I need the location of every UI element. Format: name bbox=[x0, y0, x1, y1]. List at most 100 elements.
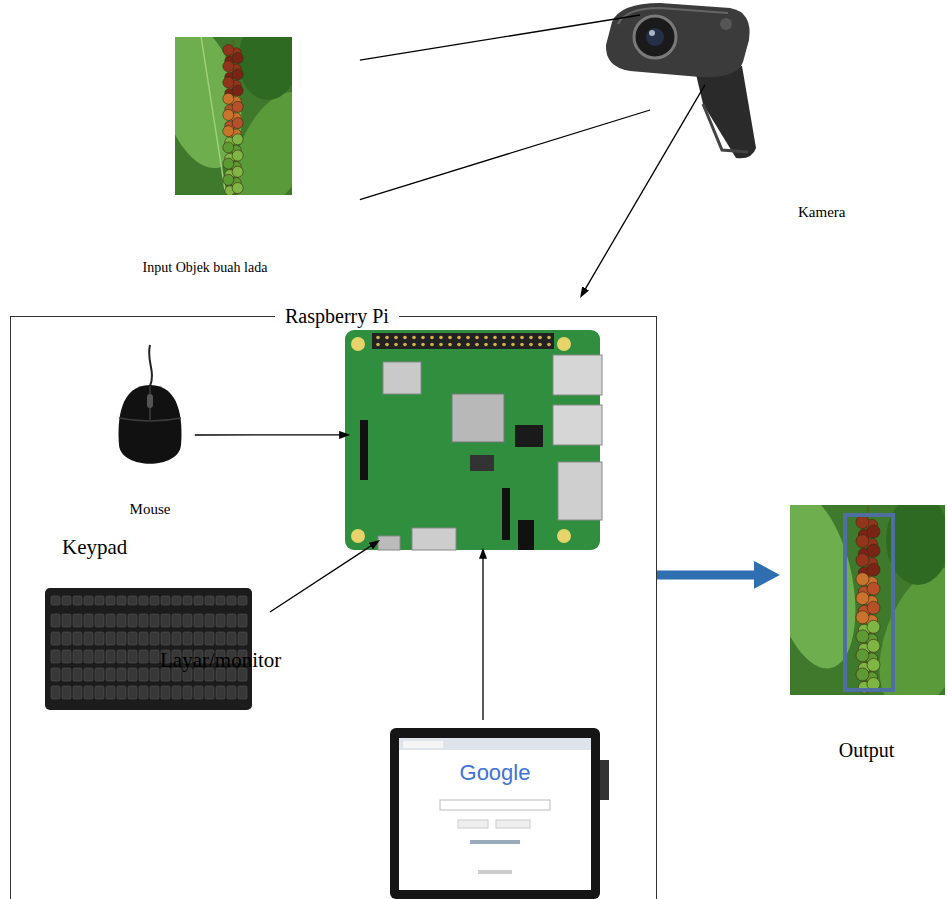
key bbox=[62, 650, 71, 663]
key bbox=[161, 686, 170, 699]
monitor-picture bbox=[403, 741, 443, 748]
pepper-photo bbox=[238, 37, 292, 100]
monitor-picture bbox=[470, 840, 520, 844]
pepper-berry bbox=[232, 134, 243, 145]
key bbox=[238, 632, 247, 645]
key bbox=[128, 614, 137, 627]
key bbox=[216, 632, 225, 645]
key bbox=[73, 632, 82, 645]
gpio-pin bbox=[484, 336, 488, 340]
key bbox=[205, 632, 214, 645]
monitor-picture bbox=[399, 738, 591, 890]
gpio-pin bbox=[475, 343, 479, 347]
gpio-pin bbox=[457, 343, 461, 347]
key bbox=[227, 686, 236, 699]
key bbox=[139, 686, 148, 699]
key bbox=[95, 650, 104, 663]
pepper-berry bbox=[223, 142, 234, 153]
pepper-berry bbox=[867, 620, 880, 633]
key bbox=[106, 632, 115, 645]
gpio-pin bbox=[466, 336, 470, 340]
key bbox=[95, 686, 104, 699]
gpio-pin bbox=[376, 336, 380, 340]
key bbox=[73, 668, 82, 681]
gpio-pin bbox=[385, 336, 389, 340]
gpio-pin bbox=[529, 336, 533, 340]
webcam bbox=[600, 0, 756, 160]
device-label: Layar/monitor bbox=[160, 648, 281, 673]
key bbox=[62, 632, 71, 645]
gpio-pin bbox=[412, 343, 416, 347]
key bbox=[62, 596, 71, 605]
key bbox=[238, 686, 247, 699]
mouse-picture bbox=[147, 394, 153, 408]
key bbox=[84, 632, 93, 645]
gpio-pin bbox=[547, 336, 551, 340]
key bbox=[216, 686, 225, 699]
gpio-pin bbox=[493, 343, 497, 347]
raspberry-pi-board bbox=[351, 337, 365, 351]
gpio-pin bbox=[403, 336, 407, 340]
raspberry-pi-board bbox=[452, 394, 504, 442]
monitor-picture bbox=[390, 728, 600, 899]
raspberry-pi-board bbox=[470, 455, 494, 471]
key bbox=[128, 668, 137, 681]
key bbox=[238, 596, 247, 605]
pepper-berry bbox=[867, 639, 880, 652]
key bbox=[128, 686, 137, 699]
key bbox=[227, 614, 236, 627]
key bbox=[84, 650, 93, 663]
pepper-spike bbox=[856, 516, 880, 694]
device-node: Keypad bbox=[45, 532, 257, 712]
key bbox=[150, 614, 159, 627]
pepper-photo bbox=[200, 37, 225, 190]
key bbox=[150, 650, 159, 663]
key bbox=[172, 632, 181, 645]
raspberry-pi-board bbox=[553, 355, 602, 395]
key bbox=[161, 614, 170, 627]
key bbox=[205, 686, 214, 699]
pepper-photo bbox=[790, 505, 870, 676]
raspberry-pi-board bbox=[351, 529, 365, 543]
connector bbox=[360, 15, 650, 200]
raspberry-pi-board bbox=[553, 405, 602, 445]
key bbox=[205, 596, 214, 605]
key bbox=[216, 614, 225, 627]
pepper-berry bbox=[232, 183, 243, 194]
gpio-pin bbox=[439, 336, 443, 340]
key bbox=[95, 596, 104, 605]
key bbox=[227, 596, 236, 605]
screen-text: Google bbox=[399, 760, 591, 786]
gpio-pin bbox=[448, 336, 452, 340]
device-label: Mouse bbox=[100, 500, 200, 518]
key bbox=[51, 686, 60, 699]
device-label: Keypad bbox=[62, 535, 127, 560]
mouse-picture bbox=[119, 385, 182, 464]
gpio-pin bbox=[466, 343, 470, 347]
pepper-berry bbox=[856, 611, 869, 624]
key bbox=[84, 686, 93, 699]
pepper-berry bbox=[856, 516, 869, 529]
key bbox=[150, 632, 159, 645]
gpio-pin bbox=[376, 343, 380, 347]
webcam bbox=[600, 0, 755, 160]
webcam bbox=[606, 3, 750, 77]
pepper-berry bbox=[223, 61, 234, 72]
key bbox=[150, 668, 159, 681]
raspberry-pi-board bbox=[518, 520, 534, 550]
key bbox=[106, 614, 115, 627]
key bbox=[73, 650, 82, 663]
key bbox=[51, 596, 60, 605]
device-node: Layar/monitor bbox=[155, 640, 605, 899]
key bbox=[227, 632, 236, 645]
key bbox=[117, 614, 126, 627]
pepper-berry bbox=[232, 53, 243, 64]
device-label: Output bbox=[785, 738, 948, 762]
keyboard-keys bbox=[51, 596, 247, 699]
key bbox=[172, 686, 181, 699]
key bbox=[95, 614, 104, 627]
pepper-berry bbox=[223, 109, 234, 120]
key bbox=[117, 668, 126, 681]
key bbox=[194, 614, 203, 627]
